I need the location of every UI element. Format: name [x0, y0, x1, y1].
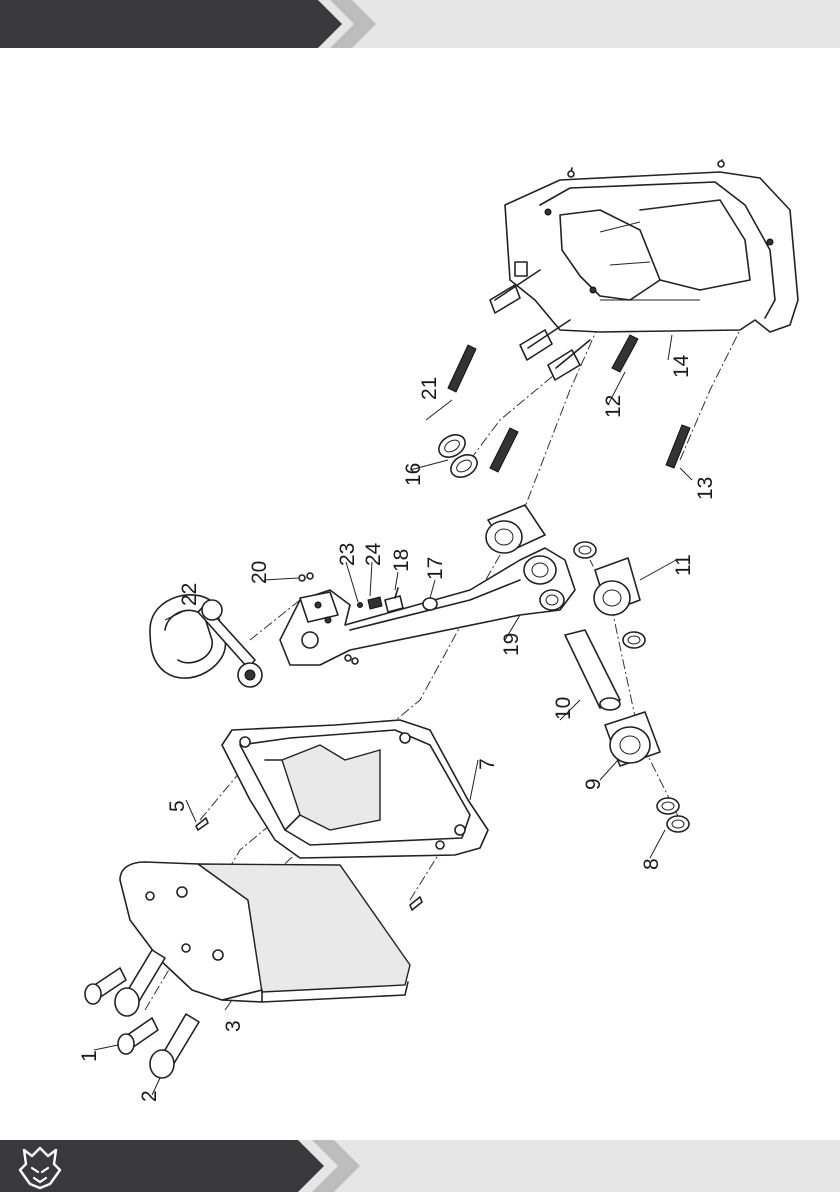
- part-24-spring: [368, 597, 382, 609]
- callout-17: 17: [424, 557, 447, 580]
- callout-22: 22: [178, 583, 201, 606]
- callout-9: 9: [582, 778, 605, 790]
- footer-band-graphic: [0, 1140, 840, 1192]
- callout-10: 10: [552, 697, 575, 720]
- part-14-housing: [490, 160, 798, 380]
- header-dark-strip: [0, 0, 342, 48]
- part-20-screw-a: [299, 575, 305, 581]
- callout-23: 23: [336, 543, 359, 566]
- part-21-spring: [448, 345, 476, 392]
- part-23-ball: [358, 603, 363, 608]
- callout-20: 20: [248, 561, 271, 584]
- part-upper-roller: [486, 505, 545, 553]
- callout-11: 11: [672, 554, 695, 576]
- part-22-shackle: [150, 595, 262, 687]
- callout-12: 12: [602, 395, 625, 418]
- part-16-rings: [435, 430, 481, 481]
- callout-18: 18: [390, 549, 413, 572]
- header-band: [0, 0, 840, 48]
- callout-21: 21: [418, 377, 441, 400]
- callout-3: 3: [222, 1020, 245, 1032]
- part-3-plate: [120, 862, 410, 1002]
- callout-24: 24: [362, 542, 385, 566]
- part-17-nut: [423, 598, 437, 610]
- parts-drawing-svg: 1 2 3 5 7 8 9 10 11 12 13 14 16 17 18 19…: [0, 48, 840, 1140]
- callout-5: 5: [166, 800, 189, 812]
- part-20-screw-d: [352, 658, 358, 664]
- exploded-parts-diagram: 1 2 3 5 7 8 9 10 11 12 13 14 16 17 18 19…: [0, 48, 840, 1140]
- callout-1: 1: [78, 1050, 101, 1062]
- callout-16: 16: [402, 463, 425, 486]
- part-20-screw-c: [345, 655, 351, 661]
- part-20-screw-b: [307, 573, 313, 579]
- part-9-roller: [605, 712, 660, 766]
- part-13-spring: [666, 425, 690, 468]
- callout-2: 2: [138, 1090, 161, 1102]
- header-band-graphic: [0, 0, 840, 48]
- part-12-spring: [612, 335, 638, 372]
- footer-band: [0, 1140, 840, 1192]
- callout-19: 19: [500, 633, 523, 656]
- part-8-rings: [657, 798, 689, 832]
- part-12b-spring: [490, 428, 518, 472]
- part-7-frame: [222, 720, 488, 858]
- callout-13: 13: [694, 477, 717, 500]
- callout-8: 8: [640, 858, 663, 870]
- callout-14: 14: [670, 354, 693, 378]
- callout-7: 7: [476, 758, 499, 770]
